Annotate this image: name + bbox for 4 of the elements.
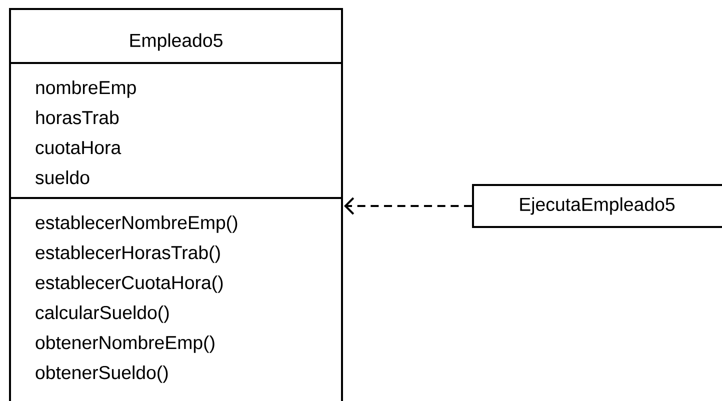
dependency-arrow [344, 197, 472, 215]
class-compartment: nombreEmp horasTrab cuotaHora sueldo [10, 62, 342, 184]
class-compartment: establecerNombreEmp() establecerHorasTrab() establecerCuotaHora() calcularSueldo() obtenerNombreEmp() obtenerSueldo() [10, 197, 342, 383]
class-box: EjecutaEmpleado5 [472, 184, 722, 228]
